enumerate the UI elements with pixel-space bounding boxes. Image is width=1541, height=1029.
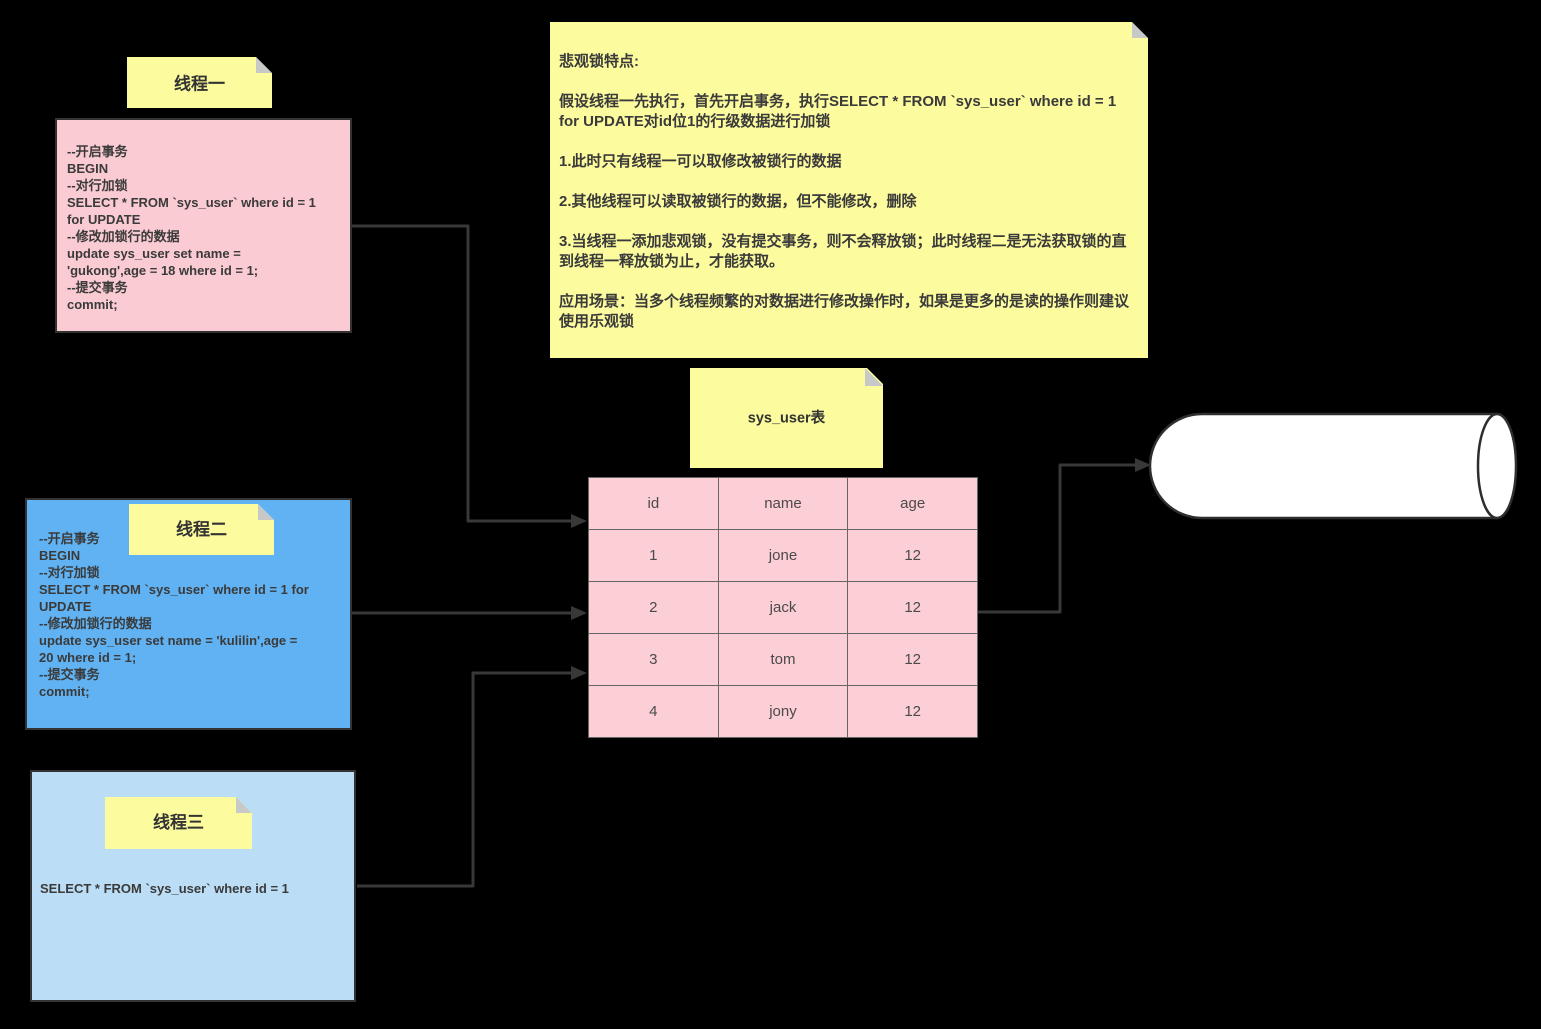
sticky-note-thread3: 线程三 [105, 797, 252, 849]
arrow-thread1-to-table [352, 224, 572, 523]
arrowhead-database-icon [1135, 458, 1151, 472]
pessimistic-lock-note: 悲观锁特点: 假设线程一先执行，首先开启事务，执行SELECT * FROM `… [550, 22, 1148, 358]
sticky-note-sys-user: sys_user表 [690, 368, 883, 468]
thread2-title: 线程二 [176, 519, 227, 539]
thread2-sql: --开启事务 BEGIN --对行加锁 SELECT * FROM `sys_u… [39, 531, 309, 699]
thread1-title: 线程一 [174, 74, 225, 93]
table-row: 2 jack 12 [588, 581, 978, 634]
arrowhead-thread2-icon [571, 606, 587, 620]
cell-age: 12 [847, 633, 978, 686]
database-cylinder-icon [1148, 412, 1518, 520]
pessimistic-lock-text: 悲观锁特点: 假设线程一先执行，首先开启事务，执行SELECT * FROM `… [559, 53, 1130, 330]
sticky-note-thread2: 线程二 [129, 504, 274, 555]
sys-user-table: id name age 1 jone 12 2 jack 12 3 tom 12… [588, 477, 978, 738]
cell-age: 12 [847, 529, 978, 582]
cell-name: jony [717, 685, 849, 738]
sys-user-table-title: sys_user表 [747, 410, 826, 427]
column-header-id: id [588, 477, 719, 530]
arrowhead-thread1-icon [571, 514, 587, 528]
thread1-code-box: --开启事务 BEGIN --对行加锁 SELECT * FROM `sys_u… [55, 118, 352, 333]
column-header-name: name [717, 477, 849, 530]
column-header-age: age [847, 477, 978, 530]
thread1-sql: --开启事务 BEGIN --对行加锁 SELECT * FROM `sys_u… [67, 144, 316, 312]
folded-corner-icon [236, 797, 252, 813]
cell-name: tom [717, 633, 849, 686]
thread2-code-box: --开启事务 BEGIN --对行加锁 SELECT * FROM `sys_u… [25, 498, 352, 730]
cell-id: 4 [588, 685, 719, 738]
cell-name: jone [717, 529, 849, 582]
thread3-code-box: 线程三 SELECT * FROM `sys_user` where id = … [30, 770, 356, 1002]
cell-age: 12 [847, 685, 978, 738]
sticky-note-thread1: 线程一 [127, 57, 272, 108]
table-header-row: id name age [588, 477, 978, 530]
thread3-sql: SELECT * FROM `sys_user` where id = 1 [40, 881, 289, 896]
cell-id: 3 [588, 633, 719, 686]
arrowhead-thread3-icon [571, 666, 587, 680]
cell-id: 2 [588, 581, 719, 634]
thread3-title: 线程三 [153, 812, 204, 832]
table-row: 4 jony 12 [588, 685, 978, 738]
arrow-thread3-to-table [357, 671, 572, 888]
cell-age: 12 [847, 581, 978, 634]
cell-name: jack [717, 581, 849, 634]
arrow-table-to-database [978, 463, 1136, 614]
table-row: 3 tom 12 [588, 633, 978, 686]
cell-id: 1 [588, 529, 719, 582]
table-row: 1 jone 12 [588, 529, 978, 582]
